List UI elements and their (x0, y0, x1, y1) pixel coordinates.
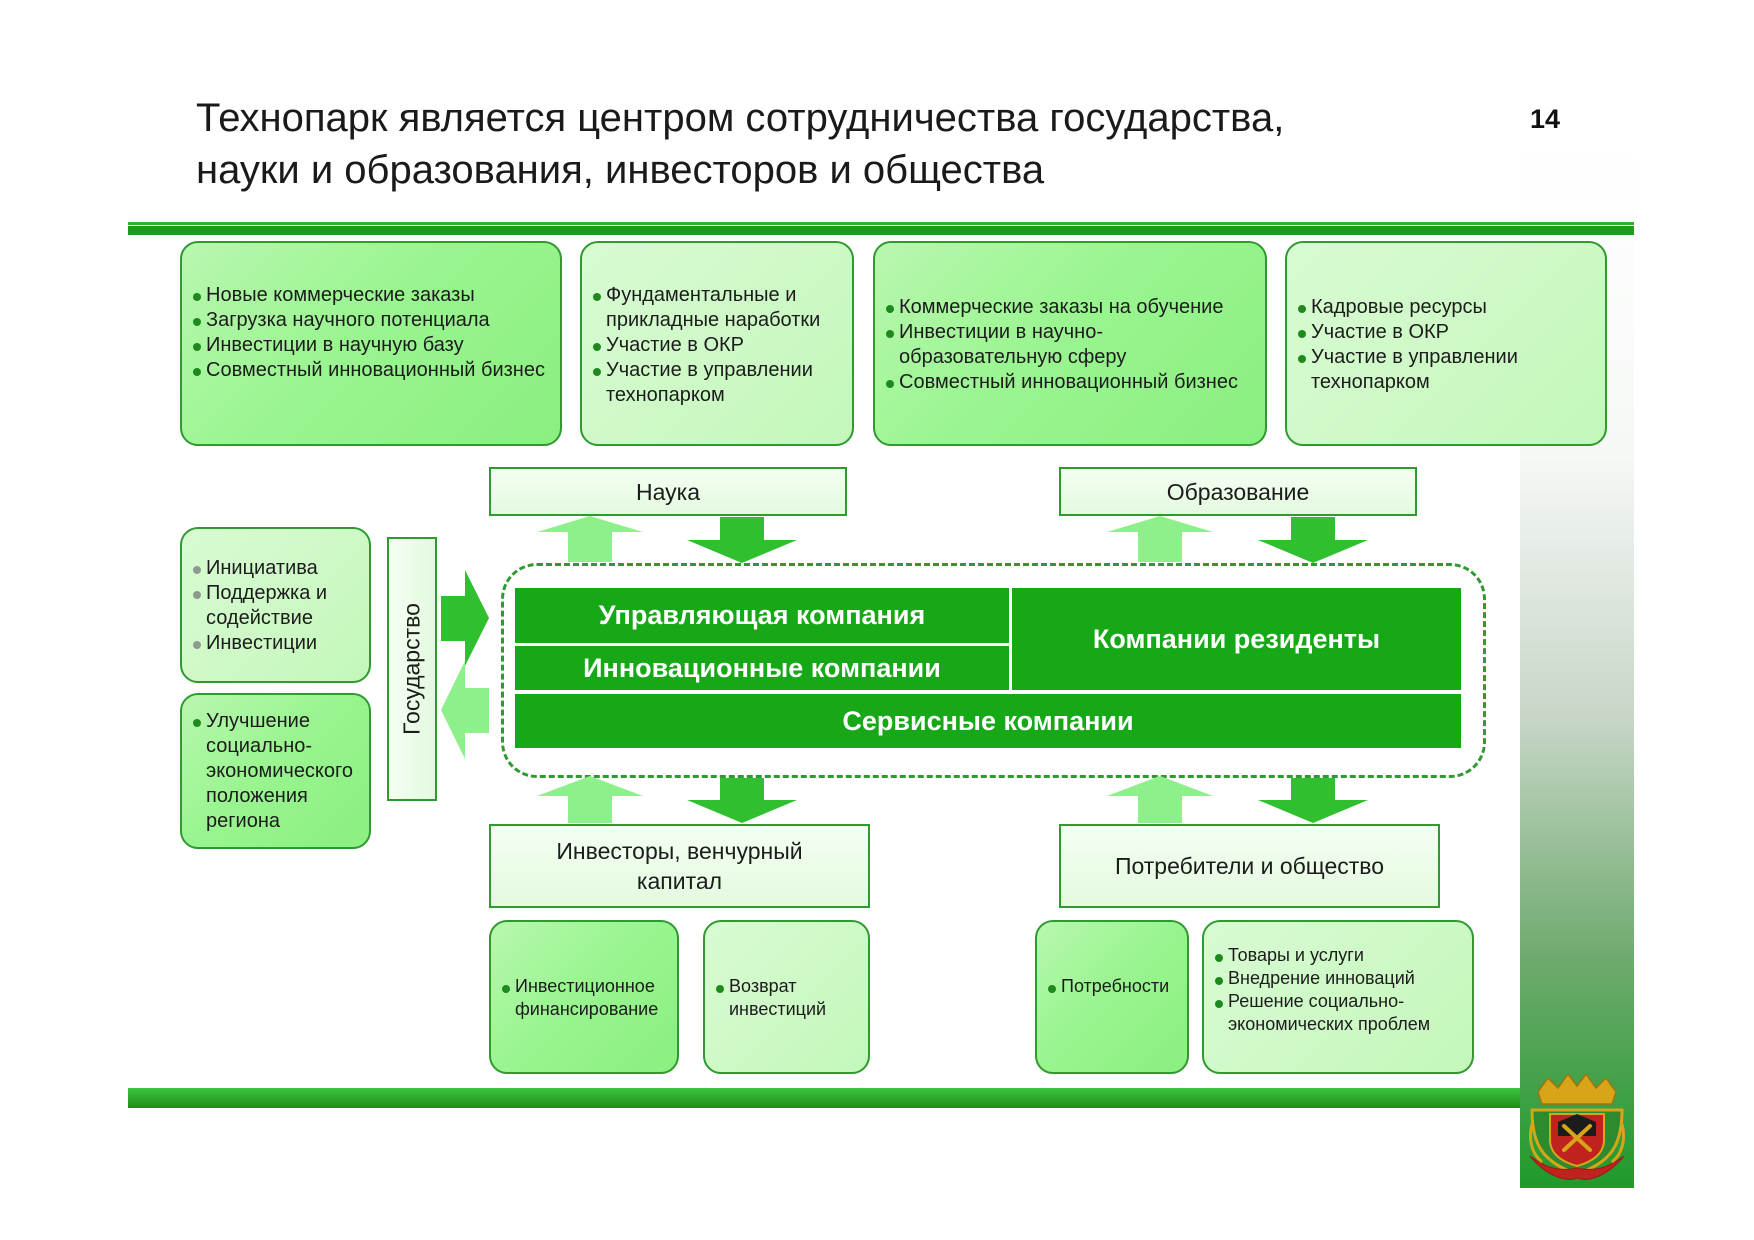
arrow-from-education (1258, 517, 1368, 563)
arrow-from-investors (537, 776, 643, 823)
top-divider (128, 226, 1634, 235)
list-item: Инвестиционное финансирование (501, 975, 667, 1021)
label-education: Образование (1059, 467, 1417, 516)
list-item: Улучшение социально-экономического полож… (192, 709, 359, 834)
box-return-on-investment: Возврат инвестиций (703, 920, 870, 1074)
list-item: Возврат инвестиций (715, 975, 858, 1021)
list-item: Решение социально-экономических проблем (1214, 990, 1462, 1036)
list-item: Поддержка и содействие (192, 581, 359, 631)
core-management-company: Управляющая компания (515, 588, 1009, 643)
list-item: Загрузка научного потенциала (192, 308, 550, 333)
technopark-core-outline (501, 563, 1486, 778)
title-line-2: науки и образования, инвесторов и общест… (196, 148, 1045, 192)
bottom-divider (128, 1088, 1520, 1108)
list-item: Новые коммерческие заказы (192, 283, 550, 308)
box-needs: Потребности (1035, 920, 1189, 1074)
list-item: Участие в управлении технопарком (592, 358, 842, 408)
list-item: Потребности (1047, 975, 1177, 998)
core-innovation-companies: Инновационные компании (515, 646, 1009, 690)
list-item: Фундаментальные и прикладные наработки (592, 283, 842, 333)
arrow-from-science (687, 517, 797, 563)
label-consumers: Потребители и общество (1059, 824, 1440, 908)
list-item: Инвестиции в научную базу (192, 333, 550, 358)
core-service-companies: Сервисные компании (515, 694, 1461, 748)
list-item: Участие в ОКР (1297, 320, 1595, 345)
label-science: Наука (489, 467, 847, 516)
list-item: Коммерческие заказы на обучение (885, 295, 1255, 320)
arrow-from-consumers (1107, 776, 1213, 823)
arrow-to-state-main (441, 661, 489, 759)
page-title: Технопарк является центром сотрудничеств… (196, 92, 1416, 196)
coat-of-arms-icon (1528, 1074, 1626, 1180)
list-item: Участие в управлении технопарком (1297, 345, 1595, 395)
list-item: Совместный инновационный бизнес (885, 370, 1255, 395)
arrow-from-state (441, 570, 489, 666)
label-state: Государство (387, 537, 437, 801)
arrow-to-investors (687, 778, 797, 823)
list-item: Участие в ОКР (592, 333, 842, 358)
list-item: Инвестиции (192, 631, 359, 656)
list-item: Внедрение инноваций (1214, 967, 1462, 990)
label-investors: Инвесторы, венчурный капитал (489, 824, 870, 908)
core-resident-companies: Компании резиденты (1012, 588, 1461, 690)
list-item: Кадровые ресурсы (1297, 295, 1595, 320)
list-item: Инициатива (192, 556, 359, 581)
box-state-outcome: Улучшение социально-экономического полож… (180, 693, 371, 849)
arrow-to-consumers (1258, 778, 1368, 823)
arrow-to-education (1107, 516, 1213, 562)
list-item: Товары и услуги (1214, 944, 1462, 967)
page-number: 14 (1530, 104, 1561, 134)
title-line-1: Технопарк является центром сотрудничеств… (196, 96, 1285, 140)
list-item: Совместный инновационный бизнес (192, 358, 550, 383)
box-investment-financing: Инвестиционное финансирование (489, 920, 679, 1074)
arrow-to-science (537, 516, 643, 562)
top-divider-highlight (128, 222, 1634, 225)
list-item: Инвестиции в научно-образовательную сфер… (885, 320, 1255, 370)
